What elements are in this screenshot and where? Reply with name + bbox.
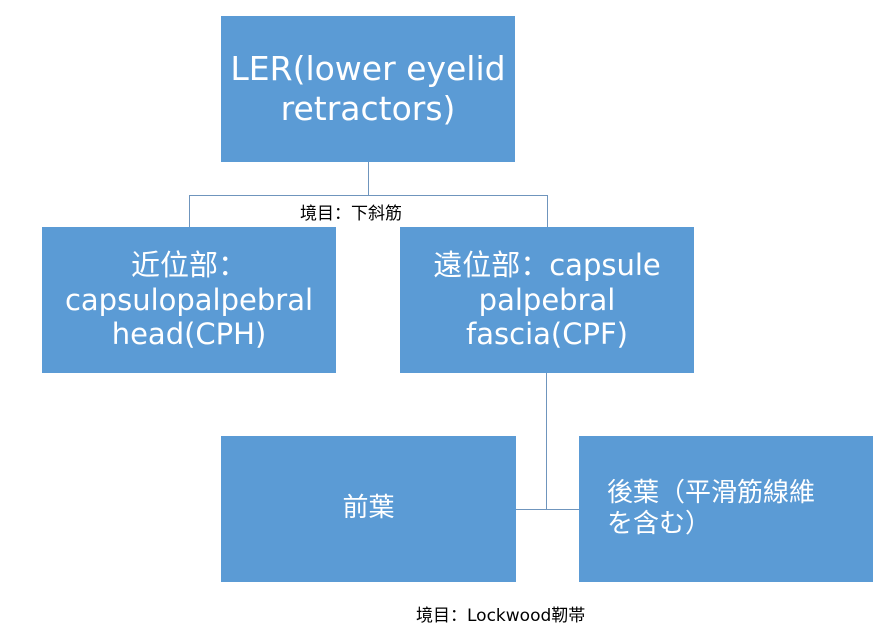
connector-horizontal-bottom [516,509,579,510]
node-ler: LER(lower eyelid retractors) [221,16,515,162]
node-posterior-line2: を含む） [607,509,712,539]
connector-horizontal-top [189,195,548,196]
connector-left-down [189,195,190,227]
node-anterior-lobe: 前葉 [221,436,516,582]
node-distal-line1: 遠位部：capsule [433,247,661,282]
node-distal-line2: palpebral [478,282,616,317]
boundary-label-lockwood: 境目：Lockwood靭帯 [416,606,586,626]
node-proximal-line1: 近位部： [130,247,247,282]
connector-root-down [368,162,369,196]
node-anterior-text: 前葉 [342,493,395,524]
boundary-label-inferior-oblique: 境目：下斜筋 [300,204,402,224]
node-proximal-line3: head(CPH) [111,317,267,352]
connector-distal-down [546,373,547,510]
node-proximal-cph: 近位部： capsulopalpebral head(CPH) [42,227,336,373]
node-posterior-lobe: 後葉（平滑筋線維 を含む） [579,436,873,582]
node-ler-text: LER(lower eyelid retractors) [230,49,506,128]
node-distal-cpf: 遠位部：capsule palpebral fascia(CPF) [400,227,694,373]
node-posterior-line1: 後葉（平滑筋線維 [607,477,816,508]
node-distal-line3: fascia(CPF) [466,317,628,352]
connector-right-down [547,195,548,227]
node-proximal-line2: capsulopalpebral [64,282,314,317]
